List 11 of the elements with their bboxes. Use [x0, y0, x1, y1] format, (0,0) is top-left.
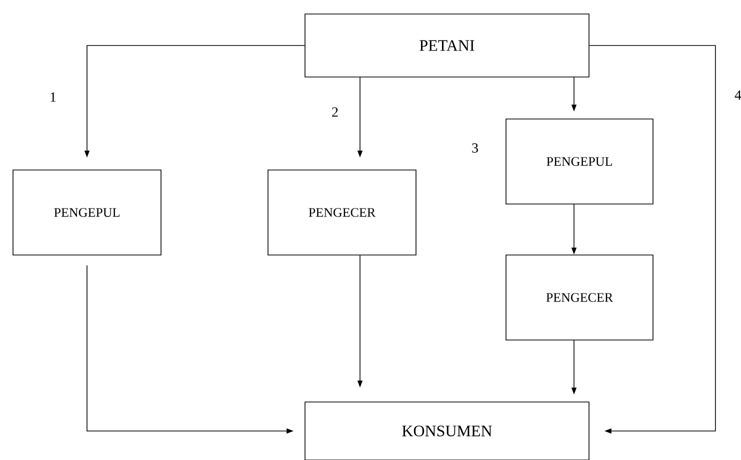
route-number: 2: [332, 107, 338, 117]
route-number: 1: [50, 92, 56, 102]
process-box: PENGEPUL: [506, 118, 654, 204]
process-box: PENGECER: [268, 170, 416, 256]
process-box: KONSUMEN: [304, 402, 590, 460]
route-number: 3: [472, 143, 478, 153]
process-box: PENGEPUL: [12, 170, 162, 256]
process-box: PETANI: [304, 14, 590, 78]
route-number: 4: [734, 90, 741, 100]
process-box: PENGECER: [506, 254, 654, 340]
arrow: [589, 45, 716, 434]
